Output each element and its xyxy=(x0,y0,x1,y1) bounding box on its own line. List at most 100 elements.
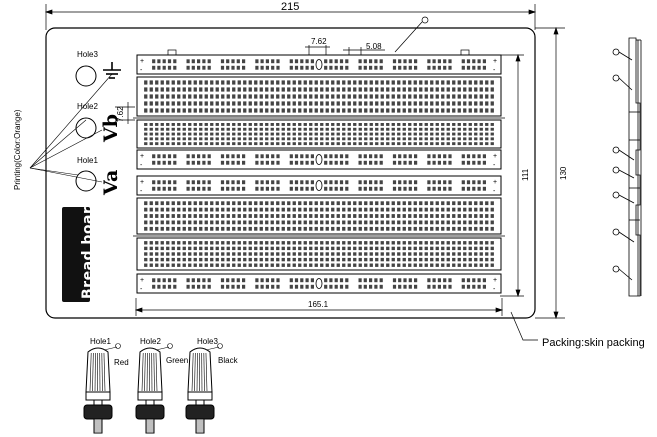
pin-hole xyxy=(188,257,192,262)
pin-hole xyxy=(182,123,186,126)
pin-hole xyxy=(276,241,280,245)
pin-hole xyxy=(276,137,280,141)
pin-hole xyxy=(331,257,335,262)
pin-hole xyxy=(276,80,280,85)
pin-hole xyxy=(287,108,291,113)
pin-hole xyxy=(336,132,340,136)
pin-hole xyxy=(276,160,280,165)
pin-hole xyxy=(166,252,170,256)
pin-hole xyxy=(193,246,197,251)
pin-hole xyxy=(254,108,258,113)
pin-hole xyxy=(254,207,258,212)
pin-hole xyxy=(324,154,328,159)
pin-hole xyxy=(204,214,208,218)
pin-hole xyxy=(413,142,417,146)
pin-hole xyxy=(424,241,428,245)
pin-hole xyxy=(402,142,406,146)
pin-hole xyxy=(254,220,258,225)
pin-hole xyxy=(221,94,225,99)
terminal-strip xyxy=(136,237,502,271)
pin-hole xyxy=(477,65,481,70)
pin-hole xyxy=(325,94,329,99)
pin-hole xyxy=(289,59,293,64)
pin-hole xyxy=(437,284,441,289)
pin-hole xyxy=(463,101,467,106)
pin-hole xyxy=(254,137,258,141)
pin-hole xyxy=(248,123,252,126)
pin-hole xyxy=(314,108,318,113)
pin-hole xyxy=(461,284,465,289)
pin-hole xyxy=(220,186,225,191)
pin-hole xyxy=(188,263,192,267)
pin-hole xyxy=(270,252,274,256)
pin-hole xyxy=(160,132,164,136)
pin-hole xyxy=(397,80,401,85)
pin-hole xyxy=(380,94,384,99)
pin-hole xyxy=(347,101,351,106)
pin-hole xyxy=(363,284,367,289)
pin-hole xyxy=(160,137,164,141)
pin-hole xyxy=(432,65,436,70)
pin-hole xyxy=(320,132,324,136)
pin-hole xyxy=(193,108,197,113)
pin-hole xyxy=(210,241,214,245)
pin-hole xyxy=(320,142,324,146)
pin-hole xyxy=(287,123,291,126)
pin-hole xyxy=(270,123,274,126)
pin-hole xyxy=(391,207,395,212)
pin-hole xyxy=(419,87,423,92)
pin-hole xyxy=(260,154,264,159)
side-view xyxy=(612,37,642,297)
terminal-strip xyxy=(136,197,502,235)
pin-hole xyxy=(254,87,258,92)
pin-hole xyxy=(364,137,368,141)
pin-hole xyxy=(191,59,195,64)
pin-hole xyxy=(204,94,208,99)
pin-hole xyxy=(202,154,206,159)
pin-hole xyxy=(303,101,307,106)
pin-hole xyxy=(149,263,153,267)
pin-hole xyxy=(463,123,467,126)
pin-hole xyxy=(342,101,346,106)
pin-hole xyxy=(334,278,338,283)
pin-hole xyxy=(448,278,452,283)
pin-hole xyxy=(441,108,445,113)
pin-hole xyxy=(248,132,252,136)
pin-hole xyxy=(207,278,211,283)
pin-hole xyxy=(204,142,208,146)
pin-hole xyxy=(452,241,456,245)
pin-hole xyxy=(334,160,338,165)
pin-hole xyxy=(490,214,494,218)
pin-hole xyxy=(305,160,309,165)
pin-hole xyxy=(287,127,291,131)
pin-hole xyxy=(325,123,329,126)
pin-hole xyxy=(358,101,362,106)
pin-hole xyxy=(171,246,175,251)
pin-hole xyxy=(254,241,258,245)
pin-hole xyxy=(248,137,252,141)
pin-hole xyxy=(336,87,340,92)
pin-hole xyxy=(221,207,225,212)
pin-hole xyxy=(298,101,302,106)
pin-hole xyxy=(419,252,423,256)
pin-hole xyxy=(325,101,329,106)
pin-hole xyxy=(160,263,164,267)
pin-hole xyxy=(303,263,307,267)
pin-hole xyxy=(474,108,478,113)
pin-hole xyxy=(477,284,481,289)
pin-hole xyxy=(226,207,230,212)
pin-hole xyxy=(305,65,309,70)
hole1-circle xyxy=(75,170,97,192)
pin-hole xyxy=(202,278,206,283)
pin-hole xyxy=(199,241,203,245)
pin-hole xyxy=(298,246,302,251)
pin-hole xyxy=(398,160,402,165)
pin-hole xyxy=(226,59,230,64)
pin-hole xyxy=(281,201,285,206)
pin-hole xyxy=(364,201,368,206)
pin-hole xyxy=(226,80,230,85)
pin-hole xyxy=(347,132,351,136)
pin-hole xyxy=(485,137,489,141)
pin-hole xyxy=(441,201,445,206)
pin-hole xyxy=(482,65,486,70)
